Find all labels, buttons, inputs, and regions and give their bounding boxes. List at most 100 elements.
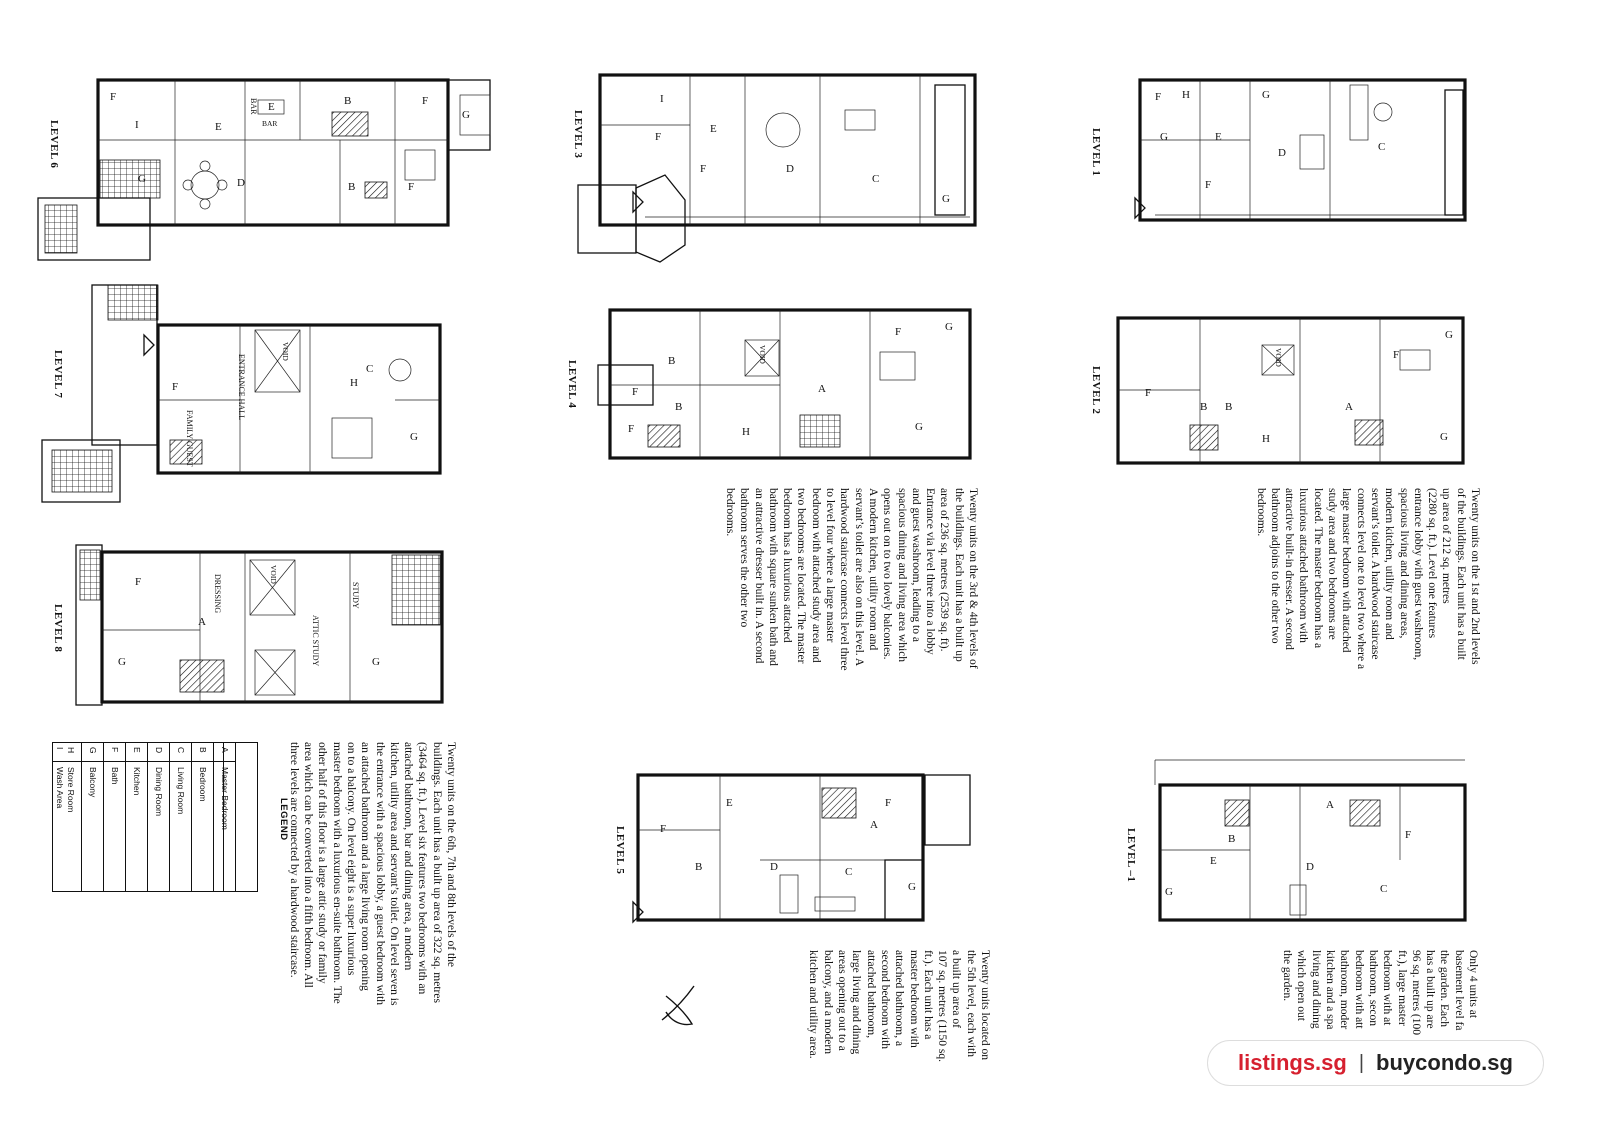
room-label-c-l3: C (872, 173, 879, 185)
room-label-d-l3: D (786, 163, 794, 175)
room-label-e-lm1: E (1210, 855, 1217, 867)
room-label-f-l5-2: F (885, 797, 891, 809)
legend-value: Bedroom (198, 767, 208, 802)
room-label-void-l4: VOID (758, 345, 767, 364)
room-label-g-l8-2: G (372, 656, 380, 668)
legend-value: Kitchen (132, 767, 142, 796)
room-label-e-l1: E (1215, 131, 1222, 143)
room-label-entrance-hall: ENTRANCE HALL (237, 354, 246, 420)
description-levels-6-7-8: Twenty units on the 6th, 7th and 8th lev… (287, 742, 457, 1006)
watermark-badge: listings.sg | buycondo.sg (1207, 1040, 1544, 1086)
room-label-void-l7: VOID (281, 342, 290, 361)
room-label-f-l1: F (1155, 91, 1161, 103)
room-label-g-l8: G (118, 656, 126, 668)
plan-level-2: F B B H A F G G (1116, 316, 1465, 465)
room-label-g-l2-2: G (1440, 431, 1448, 443)
room-label-i-l3: I (660, 93, 664, 105)
room-label-h-l7: H (350, 377, 358, 389)
plan-level-3: I E F D C F G (577, 73, 977, 263)
room-label-f-l3: F (655, 131, 661, 143)
room-label-void-l2: VOID (1274, 348, 1283, 367)
legend-key: D (154, 747, 164, 754)
level-label-8: LEVEL 8 (52, 604, 64, 653)
legend-value: Wash Area (55, 767, 65, 809)
room-label-dressing: DRESSING (213, 574, 222, 614)
room-label-c-l1: C (1378, 141, 1385, 153)
room-label-f: F (110, 91, 116, 103)
plan-level-7: F C G H (41, 284, 442, 503)
legend-key: H (66, 747, 76, 754)
room-label-b-l4: B (668, 355, 675, 367)
legend-value: Bath (110, 767, 120, 785)
room-label-a-lm1: A (1326, 799, 1334, 811)
level-label-7: LEVEL 7 (52, 350, 64, 399)
room-label-f-lm1: F (1405, 829, 1411, 841)
description-levels-1-2: Twenty units on the 1st and 2nd levels o… (1254, 488, 1481, 670)
room-label-a-l8: A (198, 616, 206, 628)
legend-key: F (110, 747, 120, 753)
legend-value: Balcony (88, 767, 98, 798)
room-label-d-l5: D (770, 861, 778, 873)
plan-level-4: F B B A F G G H F (597, 308, 972, 460)
room-label-attic-study: ATTIC STUDY (311, 615, 320, 667)
level-label-6: LEVEL 6 (48, 120, 60, 169)
room-label-c-lm1: C (1380, 883, 1387, 895)
room-label-h-l2: H (1262, 433, 1270, 445)
room-label-g-l1-2: G (1160, 131, 1168, 143)
room-label-study: STUDY (351, 582, 360, 609)
legend-key: C (176, 747, 186, 754)
legend-value: Store Room (66, 767, 76, 813)
room-label-g-l1: G (1262, 89, 1270, 101)
plan-level-minus-1: E B A F D C G (1154, 759, 1467, 922)
room-label-g-l4: G (945, 321, 953, 333)
description-basement: Only 4 units at basement level fa the ga… (1281, 950, 1479, 1035)
legend-value: Dining Room (154, 767, 164, 817)
description-level-5: Twenty units located on the 5th level, e… (807, 950, 991, 1063)
plan-level-6: F I E BAR E B F G G D B F (37, 78, 491, 261)
legend-key: B (198, 747, 208, 753)
level-label-3: LEVEL 3 (572, 110, 584, 159)
room-label-f-l1-2: F (1205, 179, 1211, 191)
level-label-5: LEVEL 5 (614, 826, 626, 875)
room-label-c-l7: C (366, 363, 373, 375)
room-label-b-lm1: B (1228, 833, 1235, 845)
room-label-e-2: E (268, 101, 275, 113)
plan-level-1: F H G G E D C F (1134, 78, 1467, 222)
room-label-e-l5: E (726, 797, 733, 809)
room-label-h-l4: H (742, 426, 750, 438)
legend-table: LEGEND A Master Bedroom B Bedroom C Livi… (52, 742, 289, 892)
room-label-f-l7: F (172, 381, 178, 393)
room-label-void-l8: VOID (269, 565, 278, 584)
room-label-b-l2: B (1200, 401, 1207, 413)
room-label-g-l4-2: G (915, 421, 923, 433)
room-label-b: B (344, 95, 351, 107)
room-label-d-l1: D (1278, 147, 1286, 159)
room-label-bar: BAR (262, 119, 277, 128)
room-label-a-l2: A (1345, 401, 1353, 413)
watermark-buycondo: buycondo.sg (1376, 1050, 1513, 1075)
room-label-b-l5: B (695, 861, 702, 873)
room-label-f-l8: F (135, 576, 141, 588)
room-label-b-l2-2: B (1225, 401, 1232, 413)
description-levels-3-4: Twenty units on the 3rd & 4th levels of … (723, 488, 979, 671)
room-label-a-l4: A (818, 383, 826, 395)
room-label-f-l2: F (1145, 387, 1151, 399)
room-label-g-l3: G (942, 193, 950, 205)
room-label-family-guest: FAMILY GUEST (185, 410, 194, 467)
room-label-c-l5: C (845, 866, 852, 878)
room-label-f-l2-2: F (1393, 349, 1399, 361)
room-label-b-2: B (348, 181, 355, 193)
legend-value: Living Room (176, 767, 186, 815)
watermark-listings: listings.sg (1238, 1050, 1347, 1075)
room-label-f-l3-2: F (700, 163, 706, 175)
level-label-4: LEVEL 4 (566, 360, 578, 409)
room-label-f-l5: F (660, 823, 666, 835)
legend-key: A (220, 747, 230, 753)
room-label-i: I (135, 119, 139, 131)
watermark-separator: | (1358, 1051, 1365, 1074)
room-label-d-lm1: D (1306, 861, 1314, 873)
room-label-g-l7: G (410, 431, 418, 443)
